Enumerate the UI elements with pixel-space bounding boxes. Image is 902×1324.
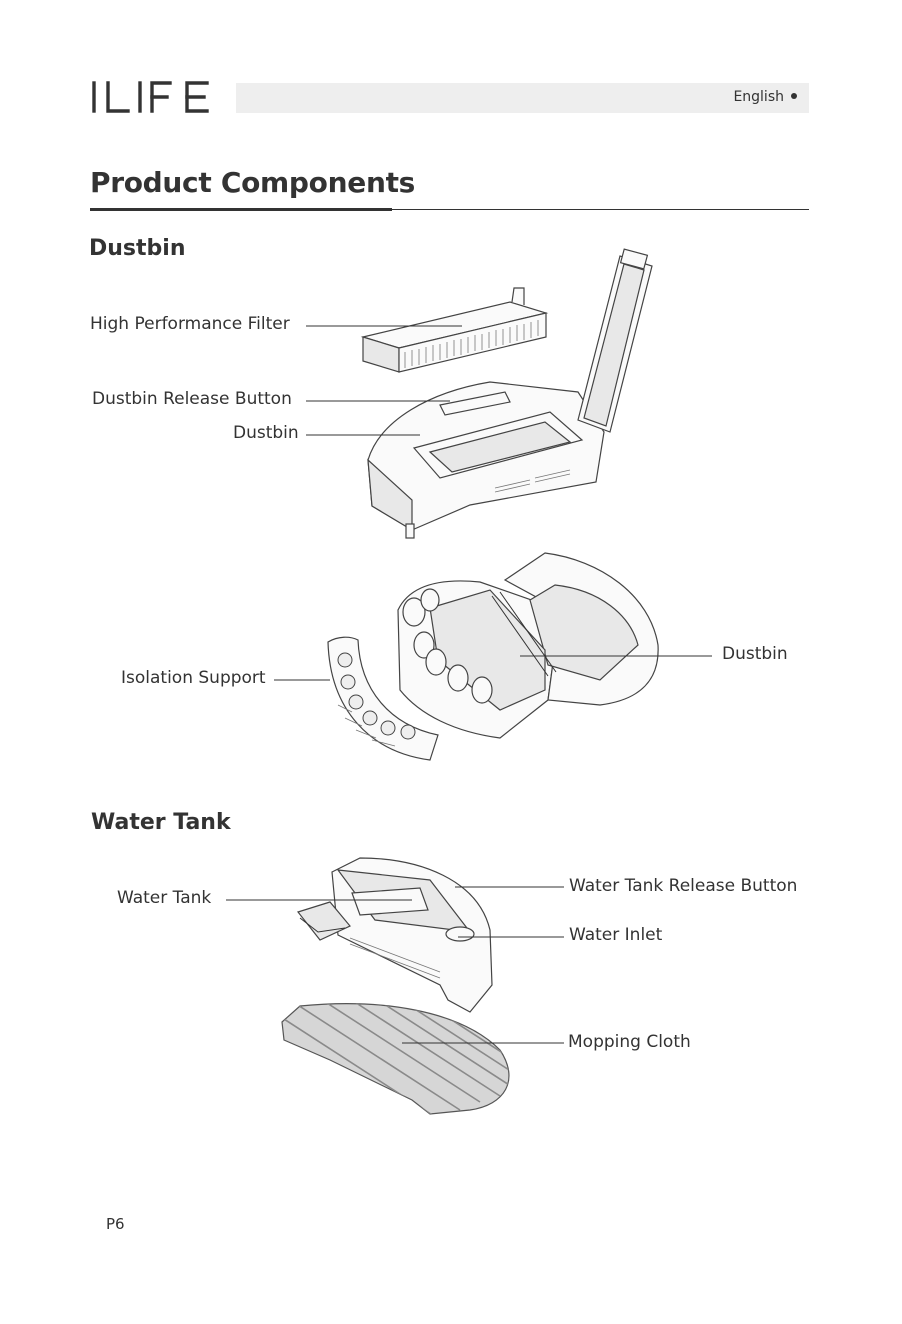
label-water-tank: Water Tank	[117, 888, 211, 908]
label-high-performance-filter: High Performance Filter	[90, 314, 290, 334]
mopping-cloth-illustration	[250, 980, 600, 1130]
page-number: P6	[106, 1215, 125, 1233]
label-dustbin-bottom: Dustbin	[722, 644, 788, 664]
section-heading-water-tank: Water Tank	[91, 810, 231, 835]
water-tank-illustration	[298, 858, 492, 1012]
dustbin-top-illustration	[368, 249, 652, 538]
section-heading-dustbin: Dustbin	[89, 236, 186, 261]
label-water-tank-release-button: Water Tank Release Button	[569, 876, 797, 896]
label-isolation-support: Isolation Support	[121, 668, 266, 688]
label-dustbin-release-button: Dustbin Release Button	[92, 389, 292, 409]
label-mopping-cloth: Mopping Cloth	[568, 1032, 691, 1052]
filter-illustration	[363, 288, 546, 372]
label-dustbin-top: Dustbin	[233, 423, 299, 443]
label-water-inlet: Water Inlet	[569, 925, 662, 945]
dustbin-bottom-illustration	[398, 553, 658, 738]
